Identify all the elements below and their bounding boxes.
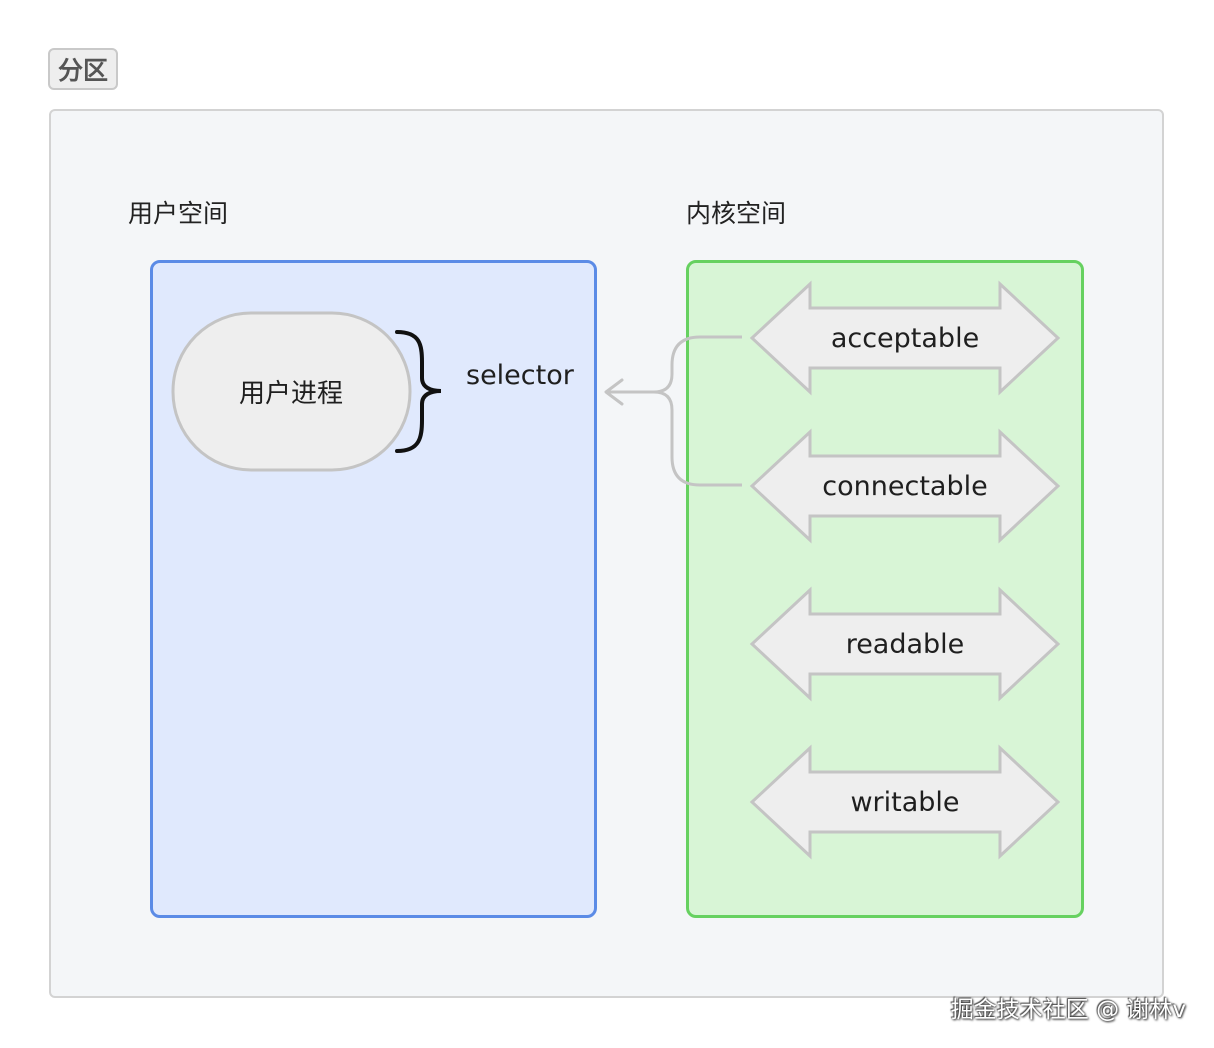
kernel-events: acceptable connectable readable writable [749, 280, 1061, 860]
watermark: 掘金技术社区 @ 谢林v [950, 997, 1186, 1023]
event-connector-bracket [653, 335, 742, 487]
event-label-connectable: connectable [822, 471, 987, 502]
user-process-label: 用户进程 [239, 379, 343, 409]
event-label-acceptable: acceptable [831, 323, 979, 354]
event-label-writable: writable [850, 787, 959, 818]
user-space-title: 用户空间 [128, 199, 229, 228]
double-headed-arrow-icon [749, 428, 1061, 544]
right-curly-brace-icon [395, 330, 442, 453]
selector-label: selector [466, 360, 575, 391]
user-process-node: 用户进程 [171, 311, 412, 472]
left-arrow-icon [604, 378, 624, 406]
kernel-space-title: 内核空间 [686, 199, 787, 228]
double-headed-arrow-icon [749, 586, 1061, 702]
event-label-readable: readable [846, 629, 965, 660]
user-process-shape [171, 311, 412, 472]
partition-badge: 分区 [48, 48, 118, 90]
double-headed-arrow-icon [749, 744, 1061, 860]
double-headed-arrow-icon [749, 280, 1061, 396]
